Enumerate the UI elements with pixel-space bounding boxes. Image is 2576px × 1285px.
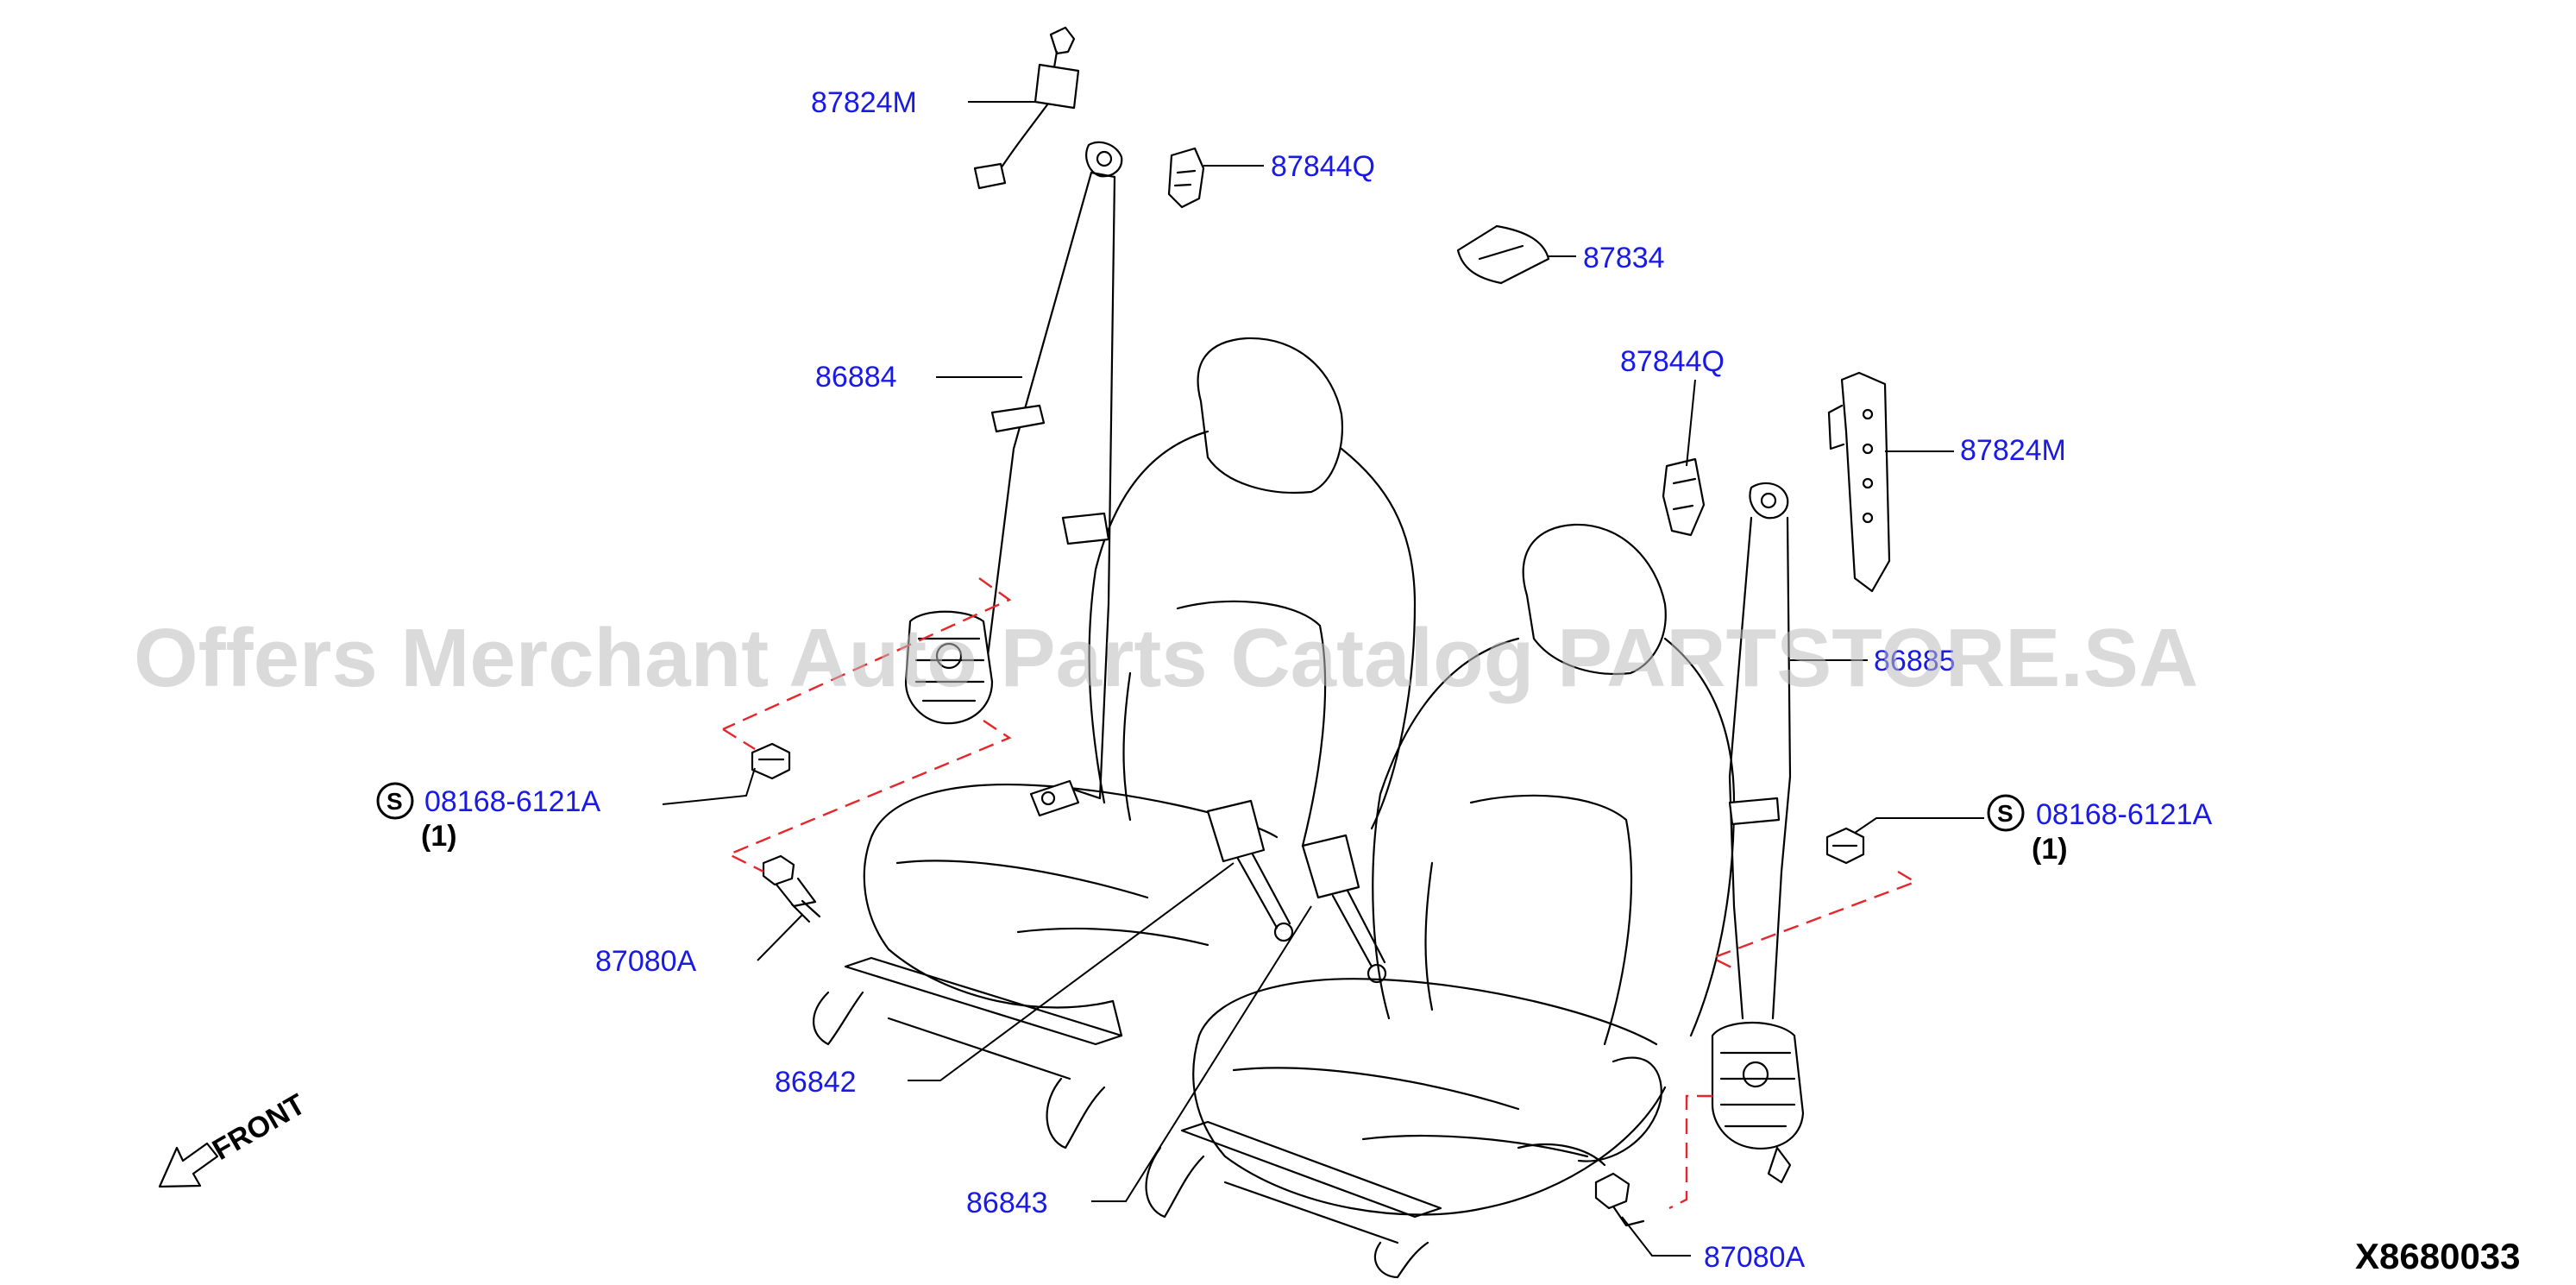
s-symbol-right [1987,794,2025,832]
front-arrow-icon [158,1142,219,1188]
s-letter-left: S [386,788,403,815]
left-seat [813,337,1417,1150]
s-symbol-left [376,782,414,820]
right-seat [1145,523,1736,1279]
label-86843: 86843 [966,1187,1048,1219]
label-08168-6121A-right: 08168-6121A [2036,798,2213,831]
leader-lines [662,101,1984,1257]
front-indicator: FRONT [158,1087,311,1188]
cover-87834 [1456,224,1550,285]
clip-87844Q-top [1167,147,1205,209]
s-letter-right: S [1997,800,2014,827]
left-height-adjuster [973,26,1080,190]
label-87080A-left: 87080A [595,945,697,978]
label-08168-6121A-left: 08168-6121A [424,785,601,818]
label-87080A-right: 87080A [1704,1241,1806,1274]
bolt-08168-right [1825,827,1865,865]
label-87844Q-right: 87844Q [1620,345,1725,378]
right-seat-belt [1711,482,1805,1184]
alignment-lines [722,577,1918,1210]
front-label: FRONT [207,1087,311,1167]
diagram-code: X8680033 [2355,1236,2521,1276]
bolt-08168-left [751,742,791,780]
label-87824M-left: 87824M [811,86,917,119]
right-height-adjuster [1827,371,1891,593]
label-87844Q-top: 87844Q [1271,150,1375,183]
clip-87844Q-right [1662,457,1706,537]
bolt-87080A-left [762,854,821,923]
watermark: Offers Merchant Auto Parts Catalog PARTS… [134,612,2198,704]
left-seat-belt [904,141,1123,817]
label-86885: 86885 [1874,645,1956,677]
bolt-87080A-right [1594,1172,1645,1227]
label-87824M-right: 87824M [1960,434,2066,467]
label-86842: 86842 [775,1066,857,1099]
label-87834: 87834 [1583,242,1665,274]
buckle-86842 [1206,799,1294,942]
part-labels: 87824M 87844Q 87834 86884 87844Q 87824M … [376,86,2213,1274]
qty-left: (1) [421,820,457,853]
buckle-86843 [1301,834,1387,984]
qty-right: (1) [2032,833,2068,866]
label-86884: 86884 [815,361,897,394]
